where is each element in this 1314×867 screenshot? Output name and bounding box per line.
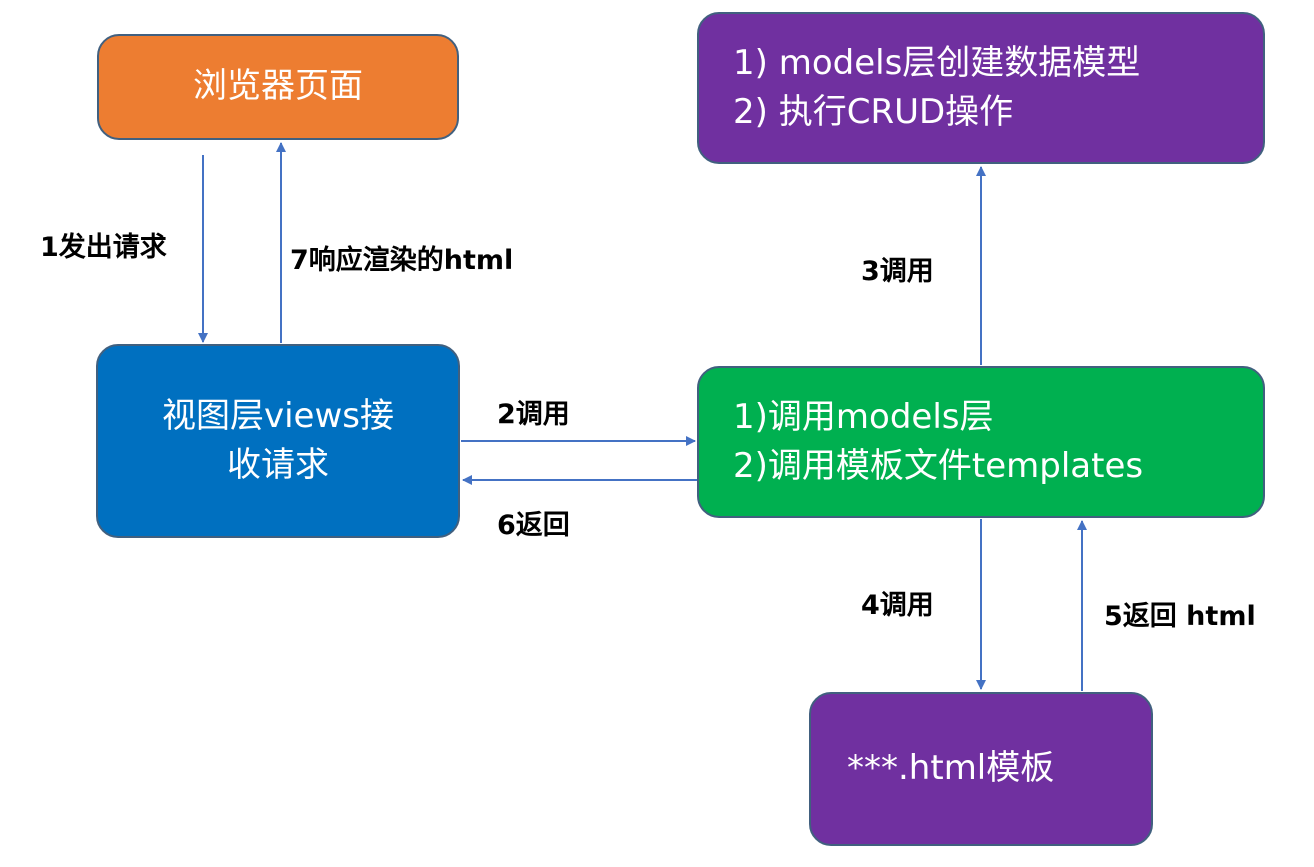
controller-line-2: 2)调用模板文件templates <box>733 446 1144 486</box>
label-1-request: 1发出请求 <box>40 232 167 263</box>
models-line-1: 1) models层创建数据模型 <box>733 42 1141 83</box>
views-line-1: 视图层views接 <box>161 395 394 436</box>
models-layer-node: 1) models层创建数据模型 2) 执行CRUD操作 <box>697 12 1265 164</box>
browser-page-label: 浏览器页面 <box>193 66 363 107</box>
label-2-call: 2调用 <box>497 399 570 430</box>
label-3-call: 3调用 <box>861 256 934 287</box>
models-line-2: 2) 执行CRUD操作 <box>733 92 1014 132</box>
controller-node: 1)调用models层 2)调用模板文件templates <box>697 366 1265 518</box>
views-layer-node: 视图层views接 收请求 <box>96 344 460 538</box>
label-6-return: 6返回 <box>497 510 570 541</box>
views-line-2: 收请求 <box>227 445 329 485</box>
browser-page-node: 浏览器页面 <box>97 34 459 140</box>
html-template-label: ***.html模板 <box>847 748 1055 789</box>
label-5-return: 5返回 html <box>1104 601 1256 632</box>
label-4-call: 4调用 <box>861 590 934 621</box>
label-7-response: 7响应渲染的html <box>290 245 514 276</box>
html-template-node: ***.html模板 <box>809 692 1153 846</box>
controller-line-1: 1)调用models层 <box>733 396 994 437</box>
